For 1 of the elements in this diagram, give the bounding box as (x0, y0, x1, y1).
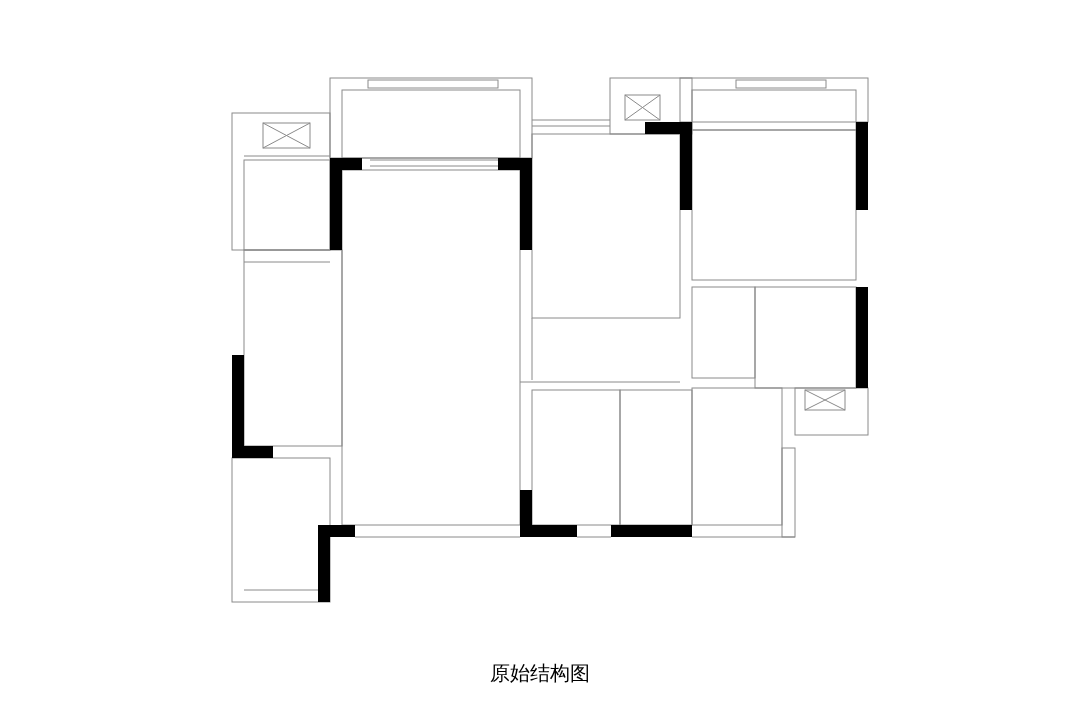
caption: 原始结构图 (490, 660, 590, 687)
